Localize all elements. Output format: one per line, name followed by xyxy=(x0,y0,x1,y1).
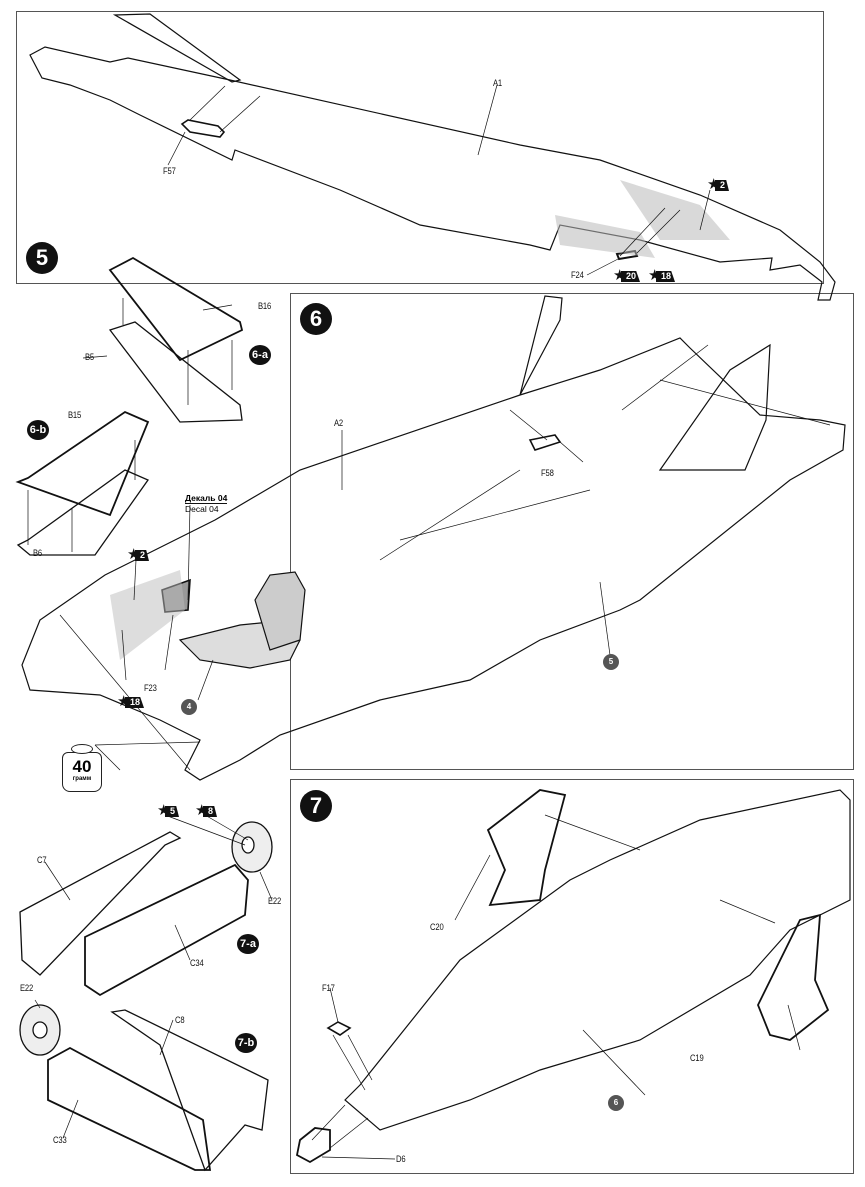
part-b15 xyxy=(15,410,150,517)
step-ref-4: 4 xyxy=(181,699,197,715)
step-6-panel xyxy=(290,293,854,770)
part-label-f58: F58 xyxy=(541,468,554,478)
part-label-d6: D6 xyxy=(396,1154,406,1164)
step-5-panel xyxy=(16,11,824,284)
ejection-seat xyxy=(254,571,306,651)
substep-6b-badge: 6-b xyxy=(27,420,49,440)
substep-7a-badge: 7-a xyxy=(237,934,259,954)
part-f17 xyxy=(326,1021,352,1036)
step-7-badge: 7 xyxy=(300,790,332,822)
part-label-c8: C8 xyxy=(175,1015,185,1025)
step-5-badge: 5 xyxy=(26,242,58,274)
substep-6a-badge: 6-a xyxy=(249,345,271,365)
step-ref-5: 5 xyxy=(603,654,619,670)
tail-fin-a1 xyxy=(112,13,242,83)
part-c19 xyxy=(757,913,830,1041)
part-label-e22-b: E22 xyxy=(20,983,34,993)
substep-7b-badge: 7-b xyxy=(235,1033,257,1053)
part-label-f23: F23 xyxy=(144,683,157,693)
tail-fin-a2 xyxy=(519,295,563,396)
part-label-b5: B5 xyxy=(85,352,95,362)
part-label-f24: F24 xyxy=(571,270,584,280)
part-c7 xyxy=(19,831,182,976)
part-label-e22-a: E22 xyxy=(268,896,282,906)
decal-label-en: Decal 04 xyxy=(185,504,219,514)
nose-weight-icon: 40 грамм xyxy=(62,744,102,792)
part-label-a1: A1 xyxy=(493,78,503,88)
part-label-c33: C33 xyxy=(53,1135,67,1145)
step-6-badge: 6 xyxy=(300,303,332,335)
part-b6 xyxy=(16,469,149,556)
part-c20 xyxy=(486,789,567,907)
weight-unit: грамм xyxy=(72,776,92,782)
fuselage-a1-outline xyxy=(29,46,836,301)
decal-callout: Декаль 04 Decal 04 xyxy=(185,493,228,514)
part-label-b16: B16 xyxy=(258,301,272,311)
part-label-c34: C34 xyxy=(190,958,204,968)
weight-value: 40 xyxy=(72,757,92,776)
part-label-f17: F17 xyxy=(322,983,335,993)
part-c8 xyxy=(110,1009,269,1172)
part-label-b15: B15 xyxy=(68,410,82,420)
part-f58 xyxy=(528,434,562,451)
part-b5 xyxy=(108,321,243,423)
part-label-c19: C19 xyxy=(690,1053,704,1063)
part-b16 xyxy=(108,256,244,362)
part-label-c20: C20 xyxy=(430,922,444,932)
paint-area-a2 xyxy=(110,570,185,660)
paint-area-a1 xyxy=(555,180,730,258)
decal-label-ru: Декаль 04 xyxy=(185,493,228,504)
part-label-a2: A2 xyxy=(334,418,344,428)
fuselage-assembled xyxy=(344,789,851,1131)
part-f57 xyxy=(180,119,226,138)
step-7-panel xyxy=(290,779,854,1174)
part-c33 xyxy=(47,1046,212,1171)
part-label-b6: B6 xyxy=(33,548,43,558)
part-label-c7: C7 xyxy=(37,855,47,865)
fuselage-a2-outline xyxy=(21,337,846,781)
step-ref-6: 6 xyxy=(608,1095,624,1111)
part-label-f57: F57 xyxy=(163,166,176,176)
tail-fin-b xyxy=(658,343,771,471)
part-d6 xyxy=(295,1127,331,1164)
part-c34 xyxy=(84,863,249,997)
